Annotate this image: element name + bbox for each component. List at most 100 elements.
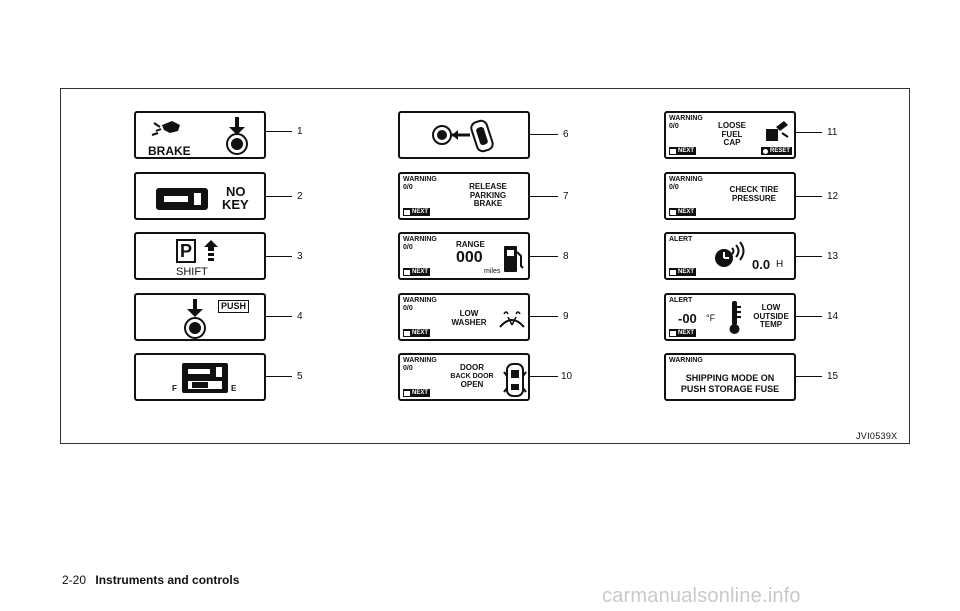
callout-number: 14 bbox=[827, 311, 839, 322]
leader-line bbox=[266, 196, 292, 197]
reset-button[interactable]: RESET bbox=[760, 147, 792, 155]
warning-header: WARNING bbox=[403, 236, 437, 243]
next-button[interactable]: NEXT bbox=[669, 268, 697, 276]
warning-loose-fuel-cap: WARNING 0/0 LOOSE FUEL CAP NEXT RESET bbox=[664, 111, 796, 159]
next-button[interactable]: NEXT bbox=[403, 329, 431, 337]
warning-message: SHIPPING MODE ON PUSH STORAGE FUSE bbox=[666, 373, 794, 395]
gear-p-label: P bbox=[176, 239, 197, 263]
warning-shipping-mode: WARNING SHIPPING MODE ON PUSH STORAGE FU… bbox=[664, 353, 796, 401]
temp-value: -00 bbox=[678, 311, 697, 326]
push-button-icon bbox=[226, 117, 248, 155]
next-button[interactable]: NEXT bbox=[403, 268, 431, 276]
next-icon bbox=[670, 330, 676, 336]
fuel-cap-icon bbox=[766, 121, 789, 141]
msg-line1: RELEASE bbox=[469, 182, 507, 191]
msg-line3: TEMP bbox=[759, 320, 783, 329]
next-icon bbox=[670, 209, 676, 215]
callout-number: 13 bbox=[827, 251, 839, 262]
no-key-line1: NO bbox=[226, 184, 246, 199]
callout-number: 7 bbox=[563, 191, 569, 202]
warning-door-open: WARNING 0/0 DOOR BACK DOOR OPEN NEXT bbox=[398, 353, 530, 401]
next-button[interactable]: NEXT bbox=[669, 208, 697, 216]
warning-low-washer: WARNING 0/0 LOW WASHER NEXT bbox=[398, 293, 530, 341]
callout-number: 11 bbox=[827, 127, 838, 138]
next-icon bbox=[404, 269, 410, 275]
range-unit: miles bbox=[484, 268, 501, 275]
next-button[interactable]: NEXT bbox=[403, 389, 431, 397]
callout-number: 6 bbox=[563, 129, 569, 140]
timer-value: 0.0 bbox=[752, 257, 771, 272]
shift-label: SHIFT bbox=[176, 266, 208, 278]
warning-message: LOOSE FUEL CAP bbox=[710, 121, 754, 148]
key-fob-battery-icon bbox=[182, 363, 228, 393]
msg-line2: OUTSIDE bbox=[753, 311, 789, 321]
msg-line3: BRAKE bbox=[473, 199, 503, 208]
foot-pedal-icon bbox=[151, 121, 180, 136]
car-door-icon bbox=[503, 363, 527, 397]
range-label: RANGE bbox=[456, 240, 485, 249]
warning-message: LOW WASHER bbox=[444, 309, 494, 327]
msg-line1: SHIPPING MODE ON bbox=[685, 373, 775, 383]
alert-header: ALERT bbox=[669, 236, 693, 243]
callout-number: 15 bbox=[827, 371, 839, 382]
warning-count: 0/0 bbox=[403, 244, 413, 251]
msg-line2: PARKING bbox=[469, 190, 507, 200]
msg-line1: CHECK TIRE bbox=[729, 185, 779, 194]
alert-header: ALERT bbox=[669, 297, 693, 304]
thermometer-icon bbox=[729, 301, 741, 334]
timer-unit: H bbox=[776, 259, 784, 270]
temp-unit: °F bbox=[706, 313, 716, 323]
section-title: Instruments and controls bbox=[95, 573, 240, 587]
leader-line bbox=[530, 316, 558, 317]
warning-header: WARNING bbox=[669, 176, 703, 183]
leader-line bbox=[530, 256, 558, 257]
leader-line bbox=[530, 196, 558, 197]
callout-number: 3 bbox=[297, 251, 303, 262]
warning-count: 0/0 bbox=[403, 184, 413, 191]
warning-count: 0/0 bbox=[669, 123, 679, 130]
msg-line2: PUSH STORAGE FUSE bbox=[680, 384, 780, 394]
next-icon bbox=[404, 390, 410, 396]
leader-line bbox=[796, 376, 822, 377]
warning-header: WARNING bbox=[669, 357, 703, 364]
indicator-shift-park: P SHIFT bbox=[134, 232, 266, 280]
callout-number: 4 bbox=[297, 311, 303, 322]
leader-line bbox=[266, 376, 292, 377]
fuel-e-label: E bbox=[231, 384, 237, 393]
msg-line2: WASHER bbox=[451, 317, 487, 327]
next-icon bbox=[404, 330, 410, 336]
leader-line bbox=[796, 132, 822, 133]
msg-line3: CAP bbox=[723, 138, 741, 147]
warning-release-parking-brake: WARNING 0/0 RELEASE PARKING BRAKE NEXT bbox=[398, 172, 530, 220]
brake-label: BRAKE bbox=[148, 144, 191, 158]
next-icon bbox=[670, 269, 676, 275]
leader-line bbox=[266, 131, 292, 132]
callout-number: 10 bbox=[561, 371, 573, 382]
leader-line bbox=[266, 316, 292, 317]
next-button[interactable]: NEXT bbox=[669, 147, 697, 155]
indicator-key-battery: F E bbox=[134, 353, 266, 401]
callout-number: 12 bbox=[827, 191, 839, 202]
push-label: PUSH bbox=[218, 300, 250, 313]
next-button[interactable]: NEXT bbox=[403, 208, 431, 216]
warning-fuel-range: WARNING 0/0 RANGE 000 miles NEXT bbox=[398, 232, 530, 280]
next-button[interactable]: NEXT bbox=[669, 329, 697, 337]
leader-line bbox=[530, 134, 558, 135]
callout-number: 1 bbox=[297, 126, 303, 137]
reset-icon bbox=[762, 148, 768, 154]
leader-line bbox=[530, 376, 558, 377]
warning-header: WARNING bbox=[403, 297, 437, 304]
warning-count: 0/0 bbox=[403, 365, 413, 372]
warning-message: RELEASE PARKING BRAKE bbox=[450, 182, 526, 209]
leader-line bbox=[796, 256, 822, 257]
fuel-pump-icon bbox=[504, 246, 524, 272]
callout-number: 5 bbox=[297, 371, 303, 382]
key-insert-icon bbox=[432, 119, 494, 153]
indicator-no-key: NO KEY bbox=[134, 172, 266, 220]
leader-line bbox=[796, 316, 822, 317]
figure-code: JVI0539X bbox=[856, 431, 898, 441]
callout-number: 8 bbox=[563, 251, 569, 262]
warning-message: LOW OUTSIDE TEMP bbox=[746, 303, 794, 330]
no-key-line2: KEY bbox=[222, 197, 249, 212]
warning-count: 0/0 bbox=[669, 184, 679, 191]
